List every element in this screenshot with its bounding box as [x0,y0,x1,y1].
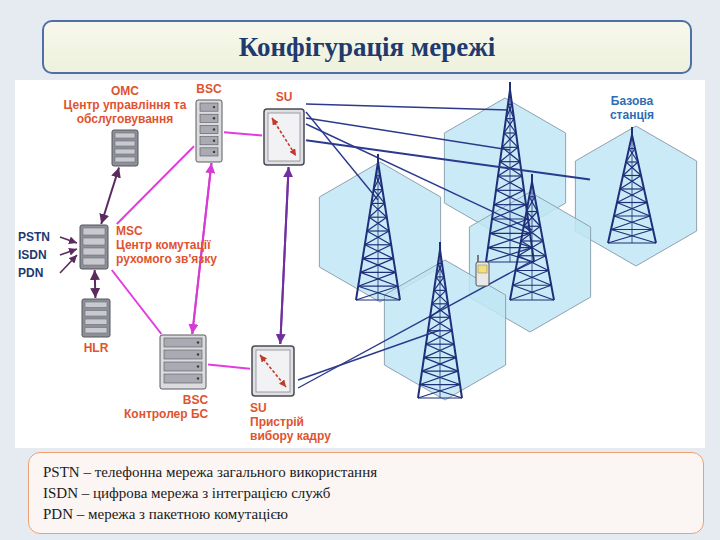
cell-hexagon [575,126,696,266]
node-description: Центр управління та обслуговування [52,98,198,126]
su-icon [250,344,296,398]
node-name: BSC [183,393,208,407]
connector [224,132,262,135]
node-description: Пристрій вибору кадру [250,415,346,443]
text-group: SUПристрій вибору кадру [250,401,346,443]
text-group: BSC [196,82,221,96]
node-name: BSC [196,82,221,96]
title-text: Конфігурація мережі [239,32,496,63]
tower [418,242,462,398]
equipment-node: BSCКонтролер БС [124,334,208,421]
node-name: SU [276,90,293,104]
equipment-node: SU [262,90,306,167]
mobile-phone [476,255,489,286]
network-label: PSTN [18,230,50,244]
equipment-node: MSCЦентр комутації рухомого зв'язку [78,224,244,270]
text-group: OMCЦентр управління та обслуговування [52,84,198,126]
connector [280,167,288,344]
network-label: PDN [18,266,43,280]
node-name: OMC [111,84,139,98]
text-group: Базова станція [590,94,674,122]
su-icon [262,107,306,167]
tower [510,174,554,300]
arrow [60,249,77,255]
text-group: SU [276,90,293,104]
legend-text: PSTN – телефонна мережа загального викор… [43,462,689,483]
server-icon [110,129,140,167]
server-icon [80,298,112,338]
connector [280,167,288,344]
equipment-node: OMCЦентр управління та обслуговування [52,84,198,167]
text-group: HLR [84,341,109,355]
text-group: BSCКонтролер БС [124,393,208,421]
network-label: ISDN [18,248,47,262]
arrow [60,255,77,273]
equipment-node: Базова станція [590,94,674,245]
server-icon [78,224,110,270]
node-name: MSC [116,224,143,238]
node-description: Контролер БС [124,407,208,421]
rack-icon [194,99,224,163]
external-network-arrows [60,237,77,273]
panel [15,80,705,448]
rack2-icon [158,334,208,390]
equipment-node: SUПристрій вибору кадру [250,344,346,443]
equipment-node: HLR [80,298,112,355]
text-group: MSCЦентр комутації рухомого зв'язку [116,224,244,266]
feeder-lines [298,104,532,388]
tower [486,82,534,262]
connector [306,140,590,179]
tower-icon [597,125,667,245]
tower [608,127,656,243]
connector [94,270,97,298]
node-name: HLR [84,341,109,355]
node-name: Базова станція [590,94,674,122]
connector [208,365,250,369]
legend-text: ISDN – цифрова мережа з інтеграцією служ… [43,483,689,504]
legend-text: PDN – мережа з пакетною комутацією [43,504,689,525]
node-name: SU [250,401,267,415]
cells [319,98,696,400]
connector [112,270,162,334]
tower [356,154,400,300]
connector [101,167,119,224]
legend-box: PSTN – телефонна мережа загального викор… [28,452,704,534]
node-description: Центр комутації рухомого зв'язку [116,238,244,266]
arrow [60,237,77,243]
equipment-node: BSC [194,82,224,163]
title-box: Конфігурація мережі [42,20,692,74]
